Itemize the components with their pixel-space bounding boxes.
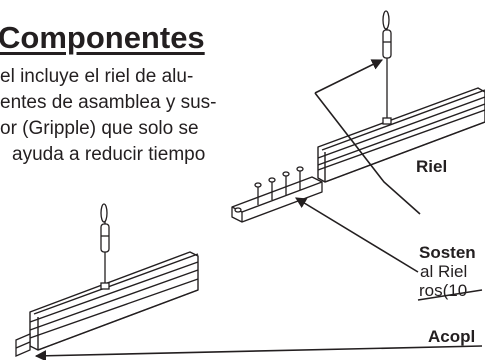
body-line-3: or (Gripple) que solo se bbox=[0, 118, 199, 139]
body-line-1: el incluye el riel de alu- bbox=[0, 66, 194, 87]
riel-label: Riel bbox=[416, 157, 448, 176]
lower-hanger-wire-icon bbox=[100, 203, 110, 290]
arrow-icon bbox=[34, 59, 483, 360]
end-cap-icon bbox=[15, 333, 31, 357]
acople-label: Acopl bbox=[428, 327, 476, 346]
lower-rail-icon bbox=[29, 251, 199, 351]
sostenedor-line-2: al Riel bbox=[420, 262, 468, 281]
sostenedor-label: Sosten bbox=[419, 243, 476, 262]
body-line-4: ayuda a reducir tiempo bbox=[12, 144, 206, 165]
upper-rail-icon bbox=[317, 87, 485, 183]
upper-hanger-wire-icon bbox=[382, 10, 392, 125]
sostenedor-line-3: ros(10 bbox=[419, 281, 468, 300]
body-line-2: entes de asamblea y sus- bbox=[0, 92, 217, 113]
section-title: Componentes bbox=[0, 20, 205, 55]
coupler-bracket-icon bbox=[231, 166, 323, 223]
